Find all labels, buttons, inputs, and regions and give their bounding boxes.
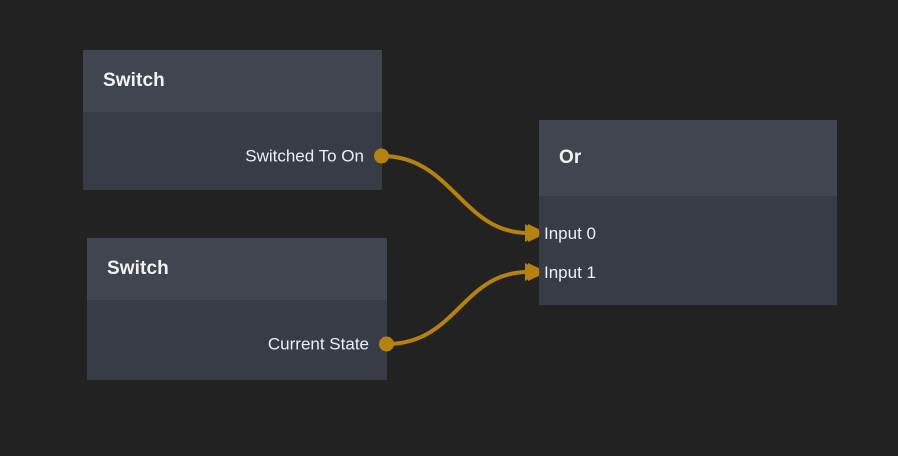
pin-label: Input 1 [544,262,596,282]
node-header[interactable]: Switch [87,238,387,300]
output-pin-dot-icon[interactable] [379,336,394,352]
node-title: Or [559,147,582,168]
node-header[interactable]: Or [539,120,837,196]
input-pin-arrow-icon[interactable] [525,224,540,242]
node-switch-2[interactable]: Switch Current State [87,238,394,380]
output-pin-dot-icon[interactable] [374,148,389,164]
wire-path [380,154,530,235]
pin-label: Current State [267,334,369,354]
pin-label: Input 0 [544,223,596,243]
input-pin-arrow-icon[interactable] [525,263,540,281]
input-pin-input-1[interactable]: Input 1 [525,262,596,282]
connection-wire-switched-to-on-to-input-0[interactable] [380,154,547,242]
node-body: Current State [87,300,394,442]
node-body: Switched To On [83,112,389,252]
node-body: Input 0 Input 1 [525,196,837,381]
node-title: Switch [103,70,165,91]
output-pin-current-state[interactable]: Current State [267,334,394,354]
node-header[interactable]: Switch [83,50,382,112]
output-pin-switched-to-on[interactable]: Switched To On [245,146,389,166]
node-title: Switch [107,258,169,279]
connection-wire-current-state-to-input-1[interactable] [385,263,547,346]
input-pin-input-0[interactable]: Input 0 [525,223,596,243]
wire-path [385,270,530,346]
node-or-1[interactable]: Or Input 0 Input 1 [525,120,837,305]
pin-label: Switched To On [245,146,364,166]
node-switch-1[interactable]: Switch Switched To On [83,50,389,190]
